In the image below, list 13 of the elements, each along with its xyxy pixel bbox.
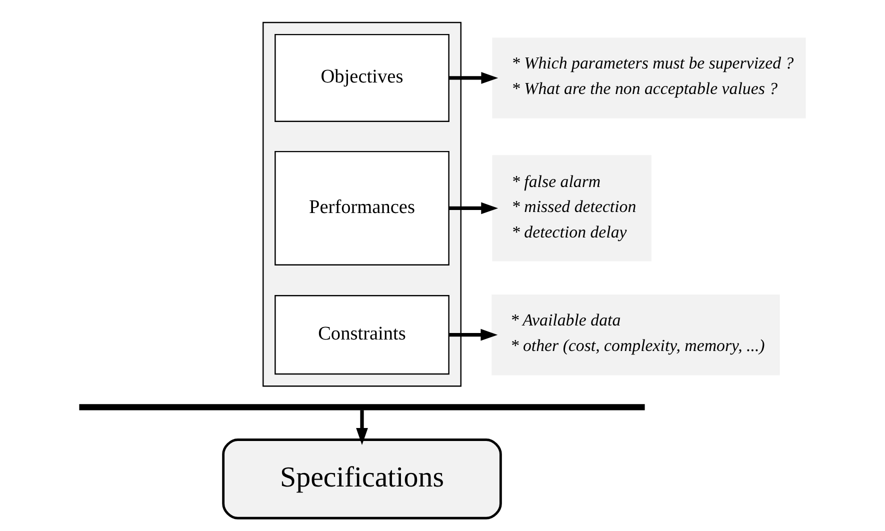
arrow — [448, 202, 498, 214]
node-box: * Available data * other (cost, complexity, memory, ...) — [492, 294, 780, 376]
arrow — [449, 328, 498, 341]
node-box: * false alarm * missed detection * detection delay — [492, 155, 652, 262]
node-box: Performances — [274, 150, 450, 266]
node-box: * Which parameters must be supervized ? * What are the non acceptable values ? — [492, 38, 806, 118]
arrow — [356, 410, 368, 445]
arrow — [448, 72, 498, 84]
cluster — [262, 22, 462, 387]
node-box: Objectives — [274, 34, 450, 122]
node-bar — [79, 404, 645, 410]
node-box: Constraints — [274, 295, 450, 375]
node-box: Specifications — [222, 438, 502, 520]
